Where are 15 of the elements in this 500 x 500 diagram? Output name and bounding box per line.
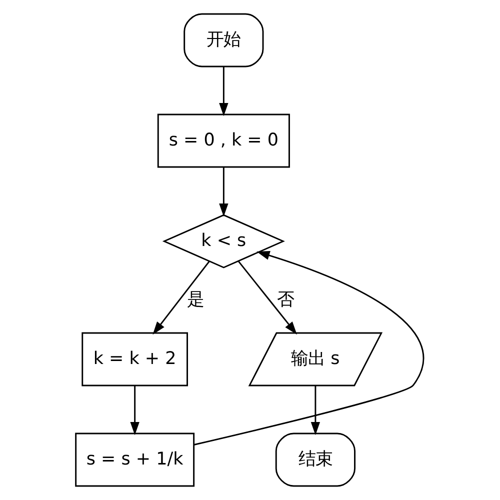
- node-box: s = s + 1/k: [75, 432, 195, 487]
- node-diamond: k < s: [162, 214, 285, 268]
- arrow: [194, 250, 424, 446]
- arrow: [219, 66, 228, 116]
- arrow: [310, 386, 320, 436]
- node-box: s = 0 , k = 0: [157, 114, 290, 168]
- edge-label: 是: [186, 290, 204, 310]
- node-box: 结束: [275, 432, 356, 487]
- edge-label: 否: [277, 290, 294, 310]
- arrow: [152, 260, 210, 335]
- arrow: [219, 167, 228, 217]
- arrow: [238, 260, 297, 335]
- node-box: k = k + 2: [82, 332, 188, 386]
- node-box: 开始: [184, 13, 264, 68]
- arrow: [130, 386, 140, 436]
